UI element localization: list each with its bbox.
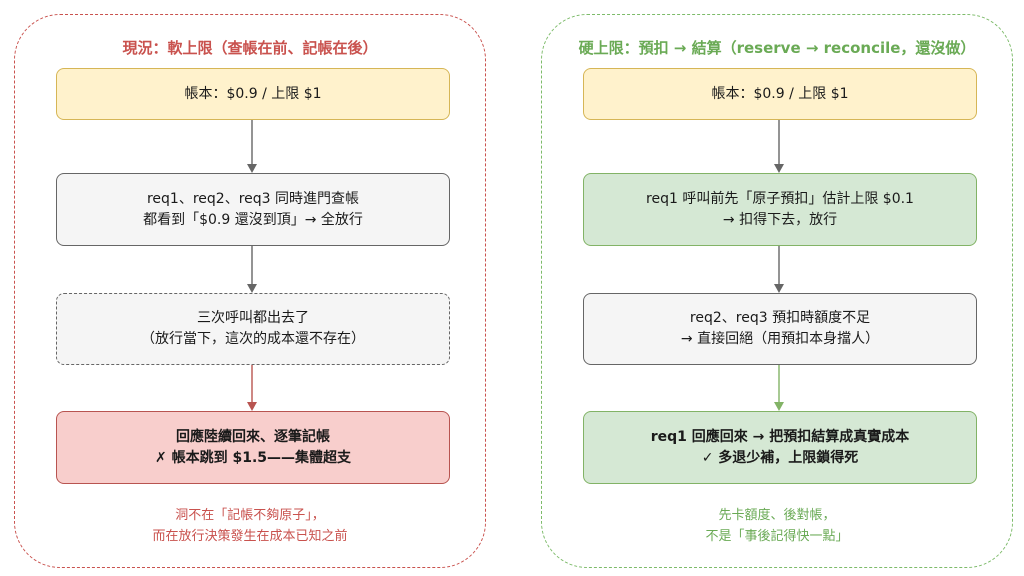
- right-arrow-1: [774, 120, 784, 173]
- left-conclusion-note: 洞不在「記帳不夠原子」， 而在放行決策發生在成本已知之前: [15, 505, 485, 547]
- right-reserve-line-1: req1 呼叫前先「原子預扣」估計上限 $0.1: [646, 190, 914, 207]
- left-ledger-box: 帳本：$0.9 / 上限 $1: [56, 68, 450, 120]
- right-reserve-line-2: → 扣得下去，放行: [722, 211, 838, 228]
- right-conclusion-note: 先卡額度、後對帳， 不是「事後記得快一點」: [542, 505, 1012, 547]
- left-calls-out-line-1: 三次呼叫都出去了: [197, 310, 309, 326]
- left-overspend-line-1: 回應陸續回來、逐筆記帳: [176, 428, 330, 445]
- left-concurrent-check-box: req1、req2、req3 同時進門查帳 都看到「$0.9 還沒到頂」→ 全放…: [56, 173, 450, 246]
- right-rejected-box: req2、req3 預扣時額度不足 → 直接回絕（用預扣本身擋人）: [583, 293, 977, 365]
- left-calls-out-box: 三次呼叫都出去了 （放行當下，這次的成本還不存在）: [56, 293, 450, 365]
- right-note-line-1: 先卡額度、後對帳，: [718, 508, 836, 523]
- left-concurrent-check-line-1: req1、req2、req3 同時進門查帳: [146, 190, 360, 207]
- right-reconcile-box: req1 回應回來 → 把預扣結算成真實成本 ✓ 多退少補，上限鎖得死: [583, 411, 977, 484]
- right-reconcile-line-2: ✓ 多退少補，上限鎖得死: [701, 449, 859, 466]
- right-rejected-line-1: req2、req3 預扣時額度不足: [689, 310, 871, 326]
- right-note-line-2: 不是「事後記得快一點」: [705, 529, 849, 544]
- left-calls-out-line-2: （放行當下，這次的成本還不存在）: [141, 331, 365, 347]
- left-arrow-2: [247, 246, 257, 293]
- left-concurrent-check-line-2: 都看到「$0.9 還沒到頂」→ 全放行: [143, 211, 363, 228]
- left-arrow-1: [247, 120, 257, 173]
- right-ledger-box: 帳本：$0.9 / 上限 $1: [583, 68, 977, 120]
- right-panel-hard-limit: 硬上限：預扣 → 結算（reserve → reconcile，還沒做） 帳本：…: [541, 14, 1013, 568]
- right-arrow-3: [774, 365, 784, 411]
- left-arrow-3: [247, 365, 257, 411]
- right-ledger-text: 帳本：$0.9 / 上限 $1: [711, 85, 849, 102]
- left-overspend-box: 回應陸續回來、逐筆記帳 ✗ 帳本跳到 $1.5——集體超支: [56, 411, 450, 484]
- right-arrow-2: [774, 246, 784, 293]
- right-rejected-line-2: → 直接回絕（用預扣本身擋人）: [680, 331, 880, 347]
- right-reserve-box: req1 呼叫前先「原子預扣」估計上限 $0.1 → 扣得下去，放行: [583, 173, 977, 246]
- left-note-line-2: 而在放行決策發生在成本已知之前: [152, 529, 348, 544]
- right-reconcile-line-1: req1 回應回來 → 把預扣結算成真實成本: [650, 428, 910, 445]
- left-panel-title: 現況：軟上限（查帳在前、記帳在後）: [122, 39, 378, 57]
- left-note-line-1: 洞不在「記帳不夠原子」，: [175, 508, 325, 523]
- left-ledger-text: 帳本：$0.9 / 上限 $1: [184, 85, 322, 102]
- left-overspend-line-2: ✗ 帳本跳到 $1.5——集體超支: [154, 449, 352, 466]
- left-panel-soft-limit: 現況：軟上限（查帳在前、記帳在後） 帳本：$0.9 / 上限 $1 req1、r…: [14, 14, 486, 568]
- right-panel-title: 硬上限：預扣 → 結算（reserve → reconcile，還沒做）: [578, 39, 976, 57]
